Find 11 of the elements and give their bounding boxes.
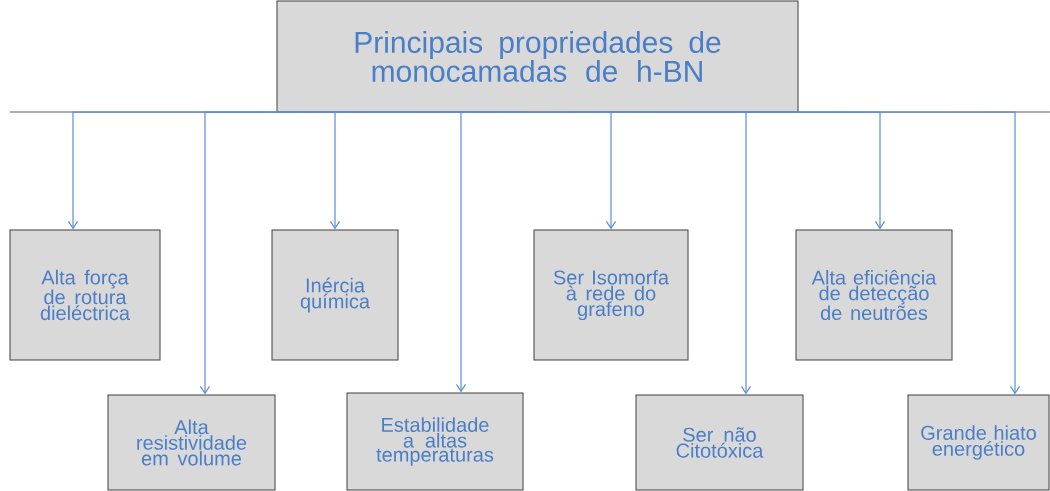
property-box: Grande hiato energético: [907, 394, 1050, 491]
property-box: Alta força de rotura dieléctrica: [9, 229, 161, 361]
title-box: Principais propriedades de monocamadas de h-BN: [276, 0, 799, 113]
property-box: Inércia química: [271, 229, 399, 361]
property-box: Ser Isomorfa à rede do grafeno: [533, 229, 689, 361]
property-box: Alta resistividade em volume: [107, 394, 276, 491]
property-box: Estabilidade a altas temperaturas: [346, 392, 524, 491]
property-box: Alta eficiência de detecção de neutrões: [795, 229, 953, 361]
property-box: Ser não Citotóxica: [635, 394, 804, 491]
arrow: [455, 111, 539, 393]
arrow: [536, 111, 1021, 395]
